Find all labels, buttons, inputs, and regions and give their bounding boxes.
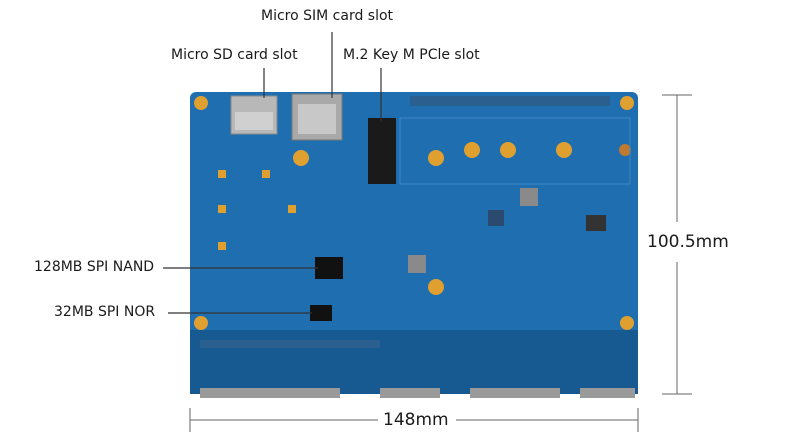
label-spi-nor: 32MB SPI NOR [54,304,156,320]
header-pins [410,96,610,106]
spi-nor-chip [310,305,332,321]
bottom-connector [470,388,560,398]
width-dimension-label: 148mm [383,410,449,430]
label-micro-sim: Micro SIM card slot [261,8,394,24]
micro-sd-slot-inner [235,112,273,130]
label-micro-sd: Micro SD card slot [171,47,298,63]
mounting-hole [619,144,631,156]
bottom-connector [580,388,635,398]
label-m2-slot: M.2 Key M PCle slot [343,47,480,63]
marker [218,242,226,250]
chip [586,215,606,231]
mounting-hole [620,96,634,110]
chip [488,210,504,226]
bottom-connector [200,388,340,398]
pcb-board [190,92,638,394]
header-pins-bottom [200,340,380,348]
mounting-hole [293,150,309,166]
height-dimension-label: 100.5mm [647,232,729,252]
mounting-hole [428,279,444,295]
chip [520,188,538,206]
marker [262,170,270,178]
m2-slot [368,118,396,184]
mounting-hole [194,316,208,330]
mounting-hole [194,96,208,110]
mounting-hole [500,142,516,158]
mounting-hole [556,142,572,158]
mounting-hole [620,316,634,330]
bottom-connector [380,388,440,398]
marker [218,170,226,178]
spi-nand-chip [315,257,343,279]
mounting-hole [428,150,444,166]
marker [288,205,296,213]
chip [408,255,426,273]
mounting-hole [464,142,480,158]
micro-sim-slot-inner [298,104,336,134]
m2-area-outline [399,117,631,185]
pcb-lower-band [190,330,638,394]
label-spi-nand: 128MB SPI NAND [34,259,155,275]
marker [218,205,226,213]
